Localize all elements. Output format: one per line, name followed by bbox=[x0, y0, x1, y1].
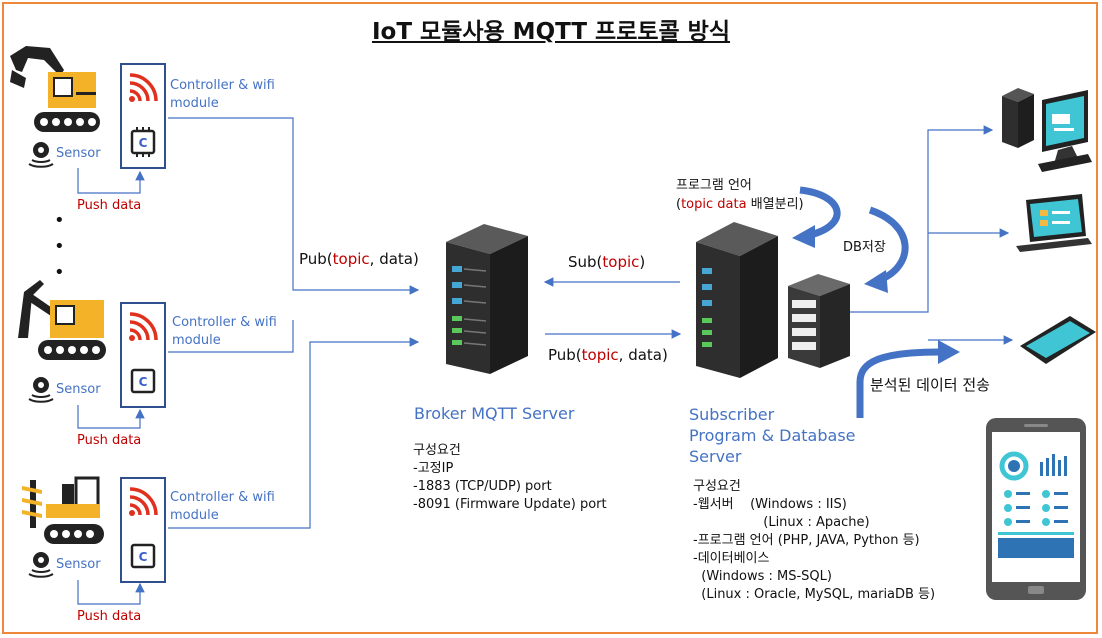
controller-module: C bbox=[120, 302, 166, 408]
ellipsis-dot: • bbox=[54, 236, 65, 257]
sub-label: Sub(topic) bbox=[568, 253, 646, 271]
req-item: -고정IP bbox=[413, 461, 454, 476]
wifi-icon bbox=[129, 487, 158, 516]
controller-label: Controller & wifi module bbox=[170, 78, 275, 111]
req-item: (Windows : MS-SQL) bbox=[693, 569, 832, 584]
laptop-icon bbox=[1016, 194, 1092, 252]
push-data-label: Push data bbox=[77, 433, 142, 448]
subscriber-title: Subscriber Program & Database Server bbox=[689, 405, 856, 466]
broker-requirements: 구성요건 -고정IP -1883 (TCP/UDP) port -8091 (F… bbox=[413, 442, 607, 514]
req-item: -8091 (Firmware Update) port bbox=[413, 497, 607, 512]
req-item: -프로그램 언어 (PHP, JAVA, Python 등) bbox=[693, 533, 920, 548]
sensor-icon bbox=[28, 377, 54, 403]
wifi-icon bbox=[129, 81, 150, 102]
tablet-icon bbox=[1020, 316, 1096, 364]
sensor-label: Sensor bbox=[56, 382, 101, 397]
pub-right-label: Pub(topic, data) bbox=[548, 346, 668, 364]
desktop-pc-icon bbox=[1002, 88, 1092, 172]
chip-icon: C bbox=[130, 543, 156, 569]
subscriber-requirements: 구성요건 -웹서버 (Windows : IIS) (Linux : Apach… bbox=[693, 478, 935, 604]
sensor-icon bbox=[28, 552, 54, 578]
push-data-label: Push data bbox=[77, 609, 142, 624]
req-title: 구성요건 bbox=[693, 479, 741, 494]
svg-text:C: C bbox=[139, 136, 148, 150]
chip-icon: C bbox=[130, 127, 156, 157]
svg-text:C: C bbox=[139, 550, 148, 564]
req-title: 구성요건 bbox=[413, 443, 461, 458]
excavator-icon bbox=[10, 46, 100, 132]
wifi-icon bbox=[129, 312, 158, 341]
smartphone-icon bbox=[986, 418, 1086, 600]
sensor-label: Sensor bbox=[56, 146, 101, 161]
req-item: -1883 (TCP/UDP) port bbox=[413, 479, 552, 494]
req-item: -웹서버 (Windows : IIS) bbox=[693, 497, 847, 512]
subscriber-server-icon bbox=[696, 222, 850, 378]
sensor-icon bbox=[28, 142, 54, 168]
ellipsis-dot: • bbox=[54, 210, 65, 231]
controller-module: C bbox=[120, 63, 166, 169]
ellipsis-dot: • bbox=[54, 262, 65, 283]
req-item: -데이터베이스 bbox=[693, 551, 770, 566]
broker-title: Broker MQTT Server bbox=[414, 404, 575, 423]
analysis-send-label: 분석된 데이터 전송 bbox=[870, 376, 990, 394]
req-item: (Linux : Oracle, MySQL, mariaDB 등) bbox=[693, 587, 936, 602]
broker-server-icon bbox=[446, 224, 528, 374]
long-arm-excavator-icon bbox=[18, 280, 106, 360]
pub-left-label: Pub(topic, data) bbox=[299, 250, 419, 268]
database-storage-icon bbox=[788, 274, 850, 368]
drilling-rig-icon bbox=[22, 476, 104, 544]
svg-text:C: C bbox=[139, 375, 148, 389]
diagram-title: IoT 모듈사용 MQTT 프로토콜 방식 bbox=[371, 19, 731, 45]
chip-icon: C bbox=[130, 368, 156, 394]
controller-label: Controller & wifi module bbox=[170, 490, 275, 523]
push-data-label: Push data bbox=[77, 198, 142, 213]
controller-module: C bbox=[120, 477, 166, 583]
sensor-label: Sensor bbox=[56, 557, 101, 572]
program-language-note: 프로그램 언어 (topic data 배열분리) bbox=[676, 178, 804, 212]
controller-label: Controller & wifi module bbox=[172, 315, 277, 348]
db-save-label: DB저장 bbox=[843, 240, 886, 255]
req-item: (Linux : Apache) bbox=[693, 515, 870, 530]
